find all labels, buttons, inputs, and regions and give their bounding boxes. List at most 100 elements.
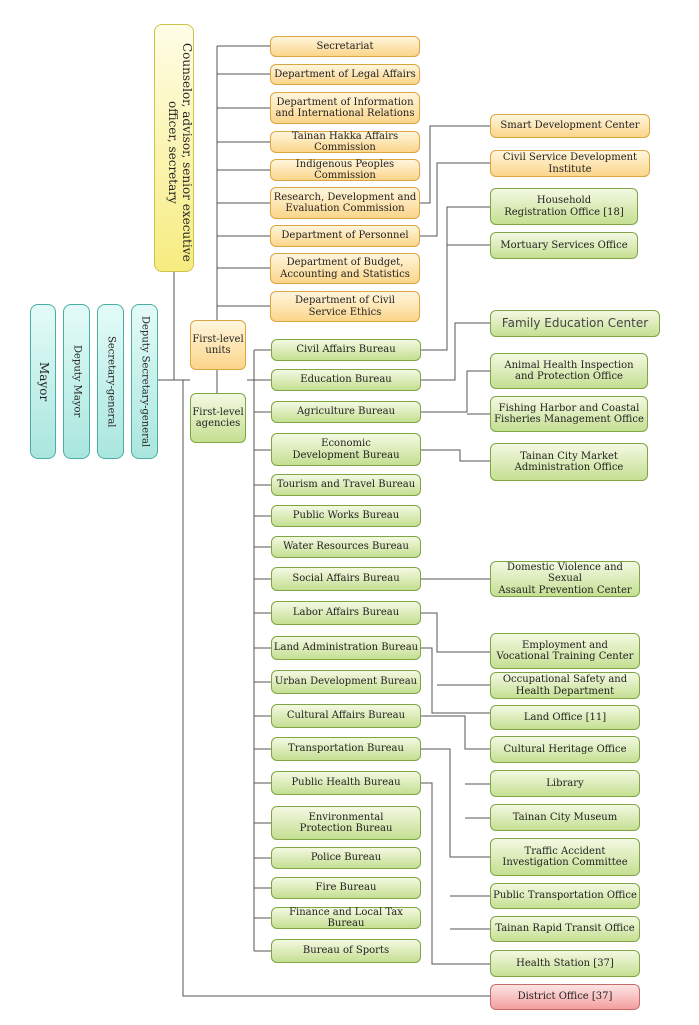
subordinate-label: Animal Health Inspection and Protection … [504, 359, 634, 383]
subordinate-box: Fishing Harbor and Coastal Fisheries Man… [490, 396, 648, 432]
first-level-units-label: First-level units [192, 333, 244, 357]
agency-label: Cultural Affairs Bureau [286, 710, 406, 722]
agency-box: Environmental Protection Bureau [271, 806, 421, 840]
subordinate-box: Library [490, 770, 640, 797]
subordinate-box: Mortuary Services Office [490, 232, 638, 259]
subordinate-box: Traffic Accident Investigation Committee [490, 838, 640, 876]
agency-label: Water Resources Bureau [283, 541, 409, 553]
agency-box: Urban Development Bureau [271, 670, 421, 694]
agency-label: Education Bureau [300, 374, 392, 386]
subordinate-label: Public Transportation Office [493, 890, 637, 902]
deputy-mayor-label: Deputy Mayor [71, 345, 83, 418]
subordinate-label: Tainan City Market Administration Office [514, 450, 624, 474]
agency-label: Bureau of Sports [302, 945, 390, 957]
unit-box: Department of Information and Internatio… [270, 92, 420, 124]
agency-label: Police Bureau [310, 852, 382, 864]
agency-box: Labor Affairs Bureau [271, 601, 421, 625]
mayor-box: Mayor [30, 304, 56, 459]
subordinate-label: Employment and Vocational Training Cente… [496, 639, 634, 663]
unit-box: Tainan Hakka Affairs Commission [270, 131, 420, 153]
subordinate-box: Public Transportation Office [490, 883, 640, 909]
subordinate-box: Family Education Center [490, 310, 660, 337]
agency-box: Public Works Bureau [271, 505, 421, 527]
agency-label: Labor Affairs Bureau [292, 607, 400, 619]
agency-label: Public Works Bureau [292, 510, 400, 522]
subordinate-label: Library [546, 777, 584, 789]
subordinate-box: Domestic Violence and Sexual Assault Pre… [490, 561, 640, 597]
subordinate-label: Land Office [11] [523, 711, 607, 723]
subordinate-box: Tainan City Museum [490, 804, 640, 831]
unit-box: Secretariat [270, 36, 420, 57]
subordinate-label: District Office [37] [517, 991, 613, 1003]
deputy-secretary-general-label: Deputy Secretary-general [139, 315, 151, 448]
subordinate-label: Household Registration Office [18] [504, 195, 624, 218]
unit-label: Research, Development and Evaluation Com… [273, 191, 417, 215]
agency-box: Tourism and Travel Bureau [271, 474, 421, 496]
subordinate-label: Civil Service Development Institute [502, 152, 638, 175]
subordinate-label: Fishing Harbor and Coastal Fisheries Man… [494, 402, 644, 426]
subordinate-box: Household Registration Office [18] [490, 188, 638, 225]
subordinate-label: Tainan City Museum [512, 811, 618, 823]
secretary-general-label: Secretary-general [105, 335, 117, 428]
unit-label: Department of Personnel [281, 230, 409, 242]
subordinate-label: Mortuary Services Office [500, 239, 628, 251]
agency-box: Education Bureau [271, 369, 421, 391]
unit-box: Department of Civil Service Ethics [270, 291, 420, 322]
unit-box: Department of Budget, Accounting and Sta… [270, 253, 420, 284]
deputy-secretary-general-box: Deputy Secretary-general [131, 304, 158, 459]
district-office-box: District Office [37] [490, 984, 640, 1010]
agency-label: Fire Bureau [315, 882, 377, 894]
subordinate-box: Occupational Safety and Health Departmen… [490, 672, 640, 699]
secretary-general-box: Secretary-general [97, 304, 124, 459]
subordinate-label: Cultural Heritage Office [503, 743, 627, 755]
agency-label: Finance and Local Tax Bureau [289, 906, 403, 930]
subordinate-label: Family Education Center [501, 315, 649, 330]
unit-label: Department of Civil Service Ethics [295, 295, 395, 318]
first-level-agencies-label: First-level agencies [192, 406, 244, 430]
counselor-label: Counselor, advisor, senior executive off… [166, 42, 194, 262]
agency-label: Civil Affairs Bureau [296, 344, 396, 356]
unit-box: Department of Personnel [270, 225, 420, 247]
first-level-units-box: First-level units [190, 320, 246, 370]
first-level-agencies-box: First-level agencies [190, 393, 246, 443]
subordinate-box: Land Office [11] [490, 705, 640, 730]
unit-box: Research, Development and Evaluation Com… [270, 187, 420, 219]
subordinate-box: Health Station [37] [490, 950, 640, 977]
agency-box: Land Administration Bureau [271, 636, 421, 660]
unit-label: Indigenous Peoples Commission [295, 158, 395, 182]
subordinate-label: Health Station [37] [516, 957, 614, 969]
agency-label: Agriculture Bureau [296, 406, 396, 418]
agency-box: Fire Bureau [271, 877, 421, 899]
agency-label: Social Affairs Bureau [292, 573, 400, 585]
subordinate-label: Smart Development Center [500, 120, 640, 132]
agency-box: Public Health Bureau [271, 771, 421, 795]
subordinate-box: Animal Health Inspection and Protection … [490, 353, 648, 389]
agency-label: Tourism and Travel Bureau [276, 479, 416, 491]
unit-label: Secretariat [316, 40, 374, 52]
subordinate-box: Cultural Heritage Office [490, 736, 640, 763]
subordinate-label: Domestic Violence and Sexual Assault Pre… [498, 561, 632, 596]
agency-box: Water Resources Bureau [271, 536, 421, 558]
agency-label: Public Health Bureau [291, 777, 401, 789]
unit-label: Department of Information and Internatio… [275, 96, 415, 120]
agency-box: Finance and Local Tax Bureau [271, 907, 421, 929]
agency-label: Environmental Protection Bureau [299, 811, 393, 835]
subordinate-box: Employment and Vocational Training Cente… [490, 633, 640, 669]
agency-box: Agriculture Bureau [271, 401, 421, 423]
agency-label: Economic Development Bureau [292, 438, 400, 461]
agency-label: Urban Development Bureau [274, 676, 418, 688]
subordinate-label: Tainan Rapid Transit Office [495, 923, 635, 935]
agency-label: Land Administration Bureau [273, 642, 419, 654]
unit-label: Department of Budget, Accounting and Sta… [280, 257, 410, 280]
unit-label: Department of Legal Affairs [274, 68, 416, 80]
unit-box: Indigenous Peoples Commission [270, 159, 420, 181]
deputy-mayor-box: Deputy Mayor [63, 304, 90, 459]
subordinate-box: Civil Service Development Institute [490, 150, 650, 177]
unit-label: Tainan Hakka Affairs Commission [291, 130, 399, 154]
agency-box: Social Affairs Bureau [271, 567, 421, 591]
subordinate-box: Tainan City Market Administration Office [490, 443, 648, 481]
agency-box: Economic Development Bureau [271, 433, 421, 466]
subordinate-box: Tainan Rapid Transit Office [490, 916, 640, 942]
subordinate-label: Occupational Safety and Health Departmen… [502, 674, 628, 697]
